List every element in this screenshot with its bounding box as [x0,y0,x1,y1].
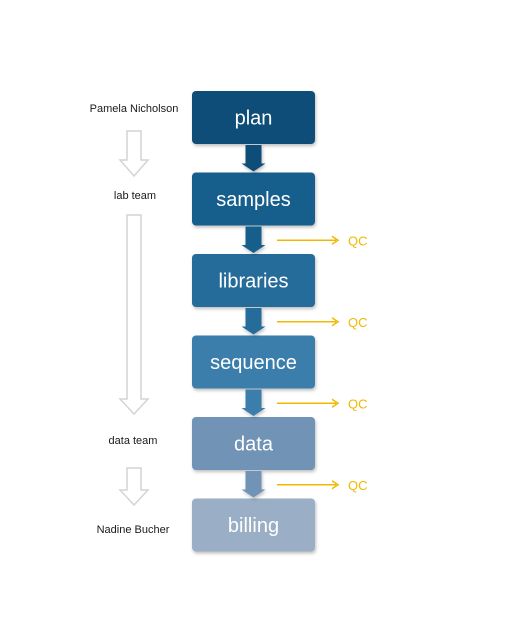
connector-arrow-3 [241,308,266,335]
connector-arrow-1 [241,145,266,172]
qc-label: QC [348,315,368,330]
stage-label-billing: billing [228,515,279,537]
qc-label: QC [348,478,368,493]
hollow-down-arrow-1 [118,130,150,178]
connector-arrow-2 [241,226,266,253]
actor-arrows [118,130,150,507]
qc-label: QC [348,233,368,248]
actor-label-data-team: data team [109,435,158,447]
qc-arrows: QC QC QC QC [277,233,368,493]
connector-arrow-5 [241,471,266,498]
stage-label-sequence: sequence [210,352,297,374]
stage-label-libraries: libraries [218,271,288,293]
stage-box-samples [192,172,315,226]
stage-plan: plan [192,91,315,144]
hollow-down-arrow-2 [118,214,150,416]
stage-billing: billing [192,498,315,552]
stage-data: data [192,417,315,470]
stage-label-plan: plan [235,108,273,130]
stage-label-samples: samples [216,189,290,211]
actor-label-lab-team: lab team [114,190,156,202]
qc-arrow-head-icon [331,235,340,245]
stage-boxes: plan samples libraries sequence data billing [192,91,315,552]
connector-arrow-4 [241,389,266,416]
stage-label-data: data [234,434,274,456]
actor-labels: Pamela Nicholson lab team data team Nadi… [90,103,179,536]
stage-libraries: libraries [192,254,315,307]
stage-box-billing [192,498,315,552]
actor-label-owner: Pamela Nicholson [90,103,179,115]
qc-arrow-head-icon [331,480,340,490]
stage-samples: samples [192,172,315,226]
actor-label-billing-contact: Nadine Bucher [97,524,170,536]
stage-connectors [241,145,266,498]
stage-box-sequence [192,335,315,389]
qc-check-3: QC [277,396,368,411]
stage-box-libraries [192,254,315,307]
qc-label: QC [348,396,368,411]
stage-box-plan [192,91,315,144]
qc-arrow-head-icon [331,398,340,408]
qc-check-2: QC [277,315,368,330]
qc-check-4: QC [277,478,368,493]
qc-check-1: QC [277,233,368,248]
stage-box-data [192,417,315,470]
qc-arrow-head-icon [331,317,340,327]
stage-sequence: sequence [192,335,315,389]
hollow-down-arrow-3 [118,467,150,507]
